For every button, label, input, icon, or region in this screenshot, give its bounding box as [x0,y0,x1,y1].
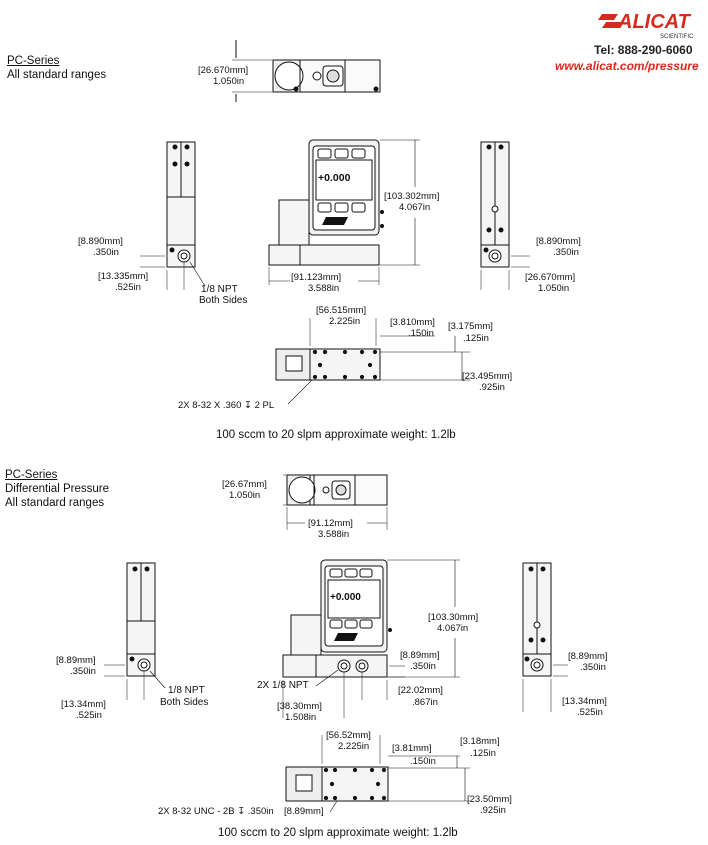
s2-height-in: 4.067in [437,623,469,634]
s1-top-width-in: 1.050in [213,76,245,87]
s2-front-x-mm: [38.30mm] [277,701,322,712]
s2-bottom-a-mm: [3.81mm] [392,743,432,754]
s1-display-value: +0.000 [318,172,351,184]
s1-npt-label: 1/8 NPT [201,284,238,295]
s2-npt-sub: Both Sides [160,697,209,708]
s1-right-port-h-mm: [8.890mm] [536,236,581,247]
s2-top-len-mm: [91.12mm] [308,518,353,529]
s1-bottom-b-mm: [3.175mm] [448,321,493,332]
s2-front-port-h-mm: [8.89mm] [400,650,440,661]
s2-front-x-in: 1.508in [285,712,317,723]
s2-top-view [283,474,388,530]
s2-front-gap-in: .867in [412,697,438,708]
s2-subtitle-2: All standard ranges [5,497,105,509]
s2-front-gap-mm: [22.02mm] [398,685,443,696]
s1-right-width-mm: [26.670mm] [525,272,576,283]
s2-left-view [104,562,166,700]
s2-right-width-mm: [13.34mm] [562,696,607,707]
s1-bottom-a-mm: [3.810mm] [390,317,435,328]
s2-bottom-h-mm: [23.50mm] [467,794,512,805]
s1-subtitle: All standard ranges [7,69,107,81]
s2-bottom-len-mm: [56.52mm] [326,730,371,741]
s2-top-len-in: 3.588in [318,529,350,540]
s2-bottom-view [285,735,470,813]
s2-left-port-x-mm: [13.34mm] [61,699,106,710]
website-link[interactable]: www.alicat.com/pressure [555,59,699,73]
s2-left-port-h-mm: [8.89mm] [56,655,96,666]
s2-npt-label: 1/8 NPT [168,685,205,696]
s1-screw-label: 2X 8-32 X .360 ↧ 2 PL [178,400,275,411]
s2-title: PC-Series [5,469,58,481]
s1-bottom-len-in: 2.225in [329,316,361,327]
s2-right-view [522,562,568,712]
phone-number: Tel: 888-290-6060 [594,43,693,57]
s1-right-width-in: 1.050in [538,283,570,294]
s1-right-view [480,141,530,290]
s1-bottom-a-in: .150in [408,328,434,339]
s2-right-width-in: .525in [577,707,603,718]
s1-front-view [268,139,420,285]
s1-top-width-mm: [26.670mm] [198,65,249,76]
s2-bottom-a-in: .150in [410,756,436,767]
s2-top-width-mm: [26.67mm] [222,479,267,490]
s1-left-port-h-in: .350in [93,247,119,258]
s1-left-view [140,141,206,290]
s1-bottom-h-mm: [23.495mm] [462,371,513,382]
s2-weight-note: 100 sccm to 20 slpm approximate weight: … [218,827,458,839]
s2-display-value: +0.000 [330,592,361,603]
s2-left-port-x-in: .525in [76,710,102,721]
s2-right-port-h-mm: [8.89mm] [568,651,608,662]
s1-height-in: 4.067in [399,202,431,213]
s1-left-port-x-mm: [13.335mm] [98,271,149,282]
s1-npt-sub: Both Sides [199,295,248,306]
s2-bottom-b-mm: [3.18mm] [460,736,500,747]
s2-bottom-len-in: 2.225in [338,741,370,752]
s1-bottom-b-in: .125in [463,333,489,344]
s2-front-port-h-in: .350in [410,661,436,672]
logo-subtext: SCIENTIFIC [660,34,694,40]
brand-logo: ALICAT [598,8,704,36]
s1-height-mm: [103.302mm] [384,191,440,202]
s2-top-width-in: 1.050in [229,490,261,501]
s1-weight-note: 100 sccm to 20 slpm approximate weight: … [216,429,456,441]
s2-height-mm: [103.30mm] [428,612,479,623]
s2-right-port-h-in: .350in [580,662,606,673]
s2-front-view [282,559,460,718]
s2-left-port-h-in: .350in [70,666,96,677]
s2-bottom-b-in: .125in [470,748,496,759]
s1-bottom-h-in: .925in [479,382,505,393]
alicat-logo-icon: ALICAT [598,11,692,33]
s1-bottom-len-mm: [56.515mm] [316,305,367,316]
s1-front-width-mm: [91.123mm] [291,272,342,283]
logo-wordmark: ALICAT [617,11,692,33]
s1-front-width-in: 3.588in [308,283,340,294]
s1-left-port-h-mm: [8.890mm] [78,236,123,247]
s1-right-port-h-in: .350in [553,247,579,258]
s2-subtitle-1: Differential Pressure [5,483,109,495]
s2-screw-mm: [8.89mm] [284,806,324,817]
s1-left-port-x-in: .525in [115,282,141,293]
s1-top-view [232,40,381,102]
s2-bottom-h-in: .925in [480,805,506,816]
s1-bottom-view [275,318,470,405]
s2-front-npt: 2X 1/8 NPT [257,680,309,691]
front-view-logos [322,217,358,641]
s1-title: PC-Series [7,55,60,67]
s2-screw-label: 2X 8-32 UNC - 2B ↧ .350in [158,806,274,817]
